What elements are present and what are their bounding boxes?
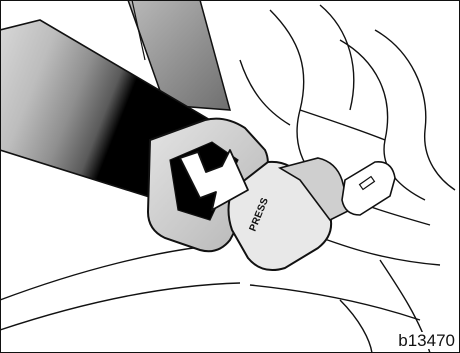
figure-code: b13470 [397,332,456,349]
seat-clip [342,162,395,215]
